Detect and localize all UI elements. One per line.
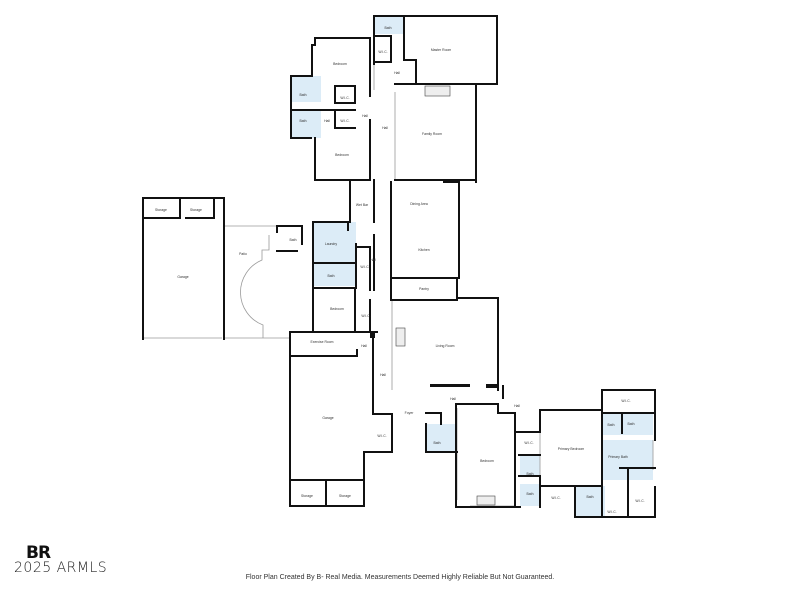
room-label-living-room: Living Room: [435, 344, 455, 348]
room-label-wic-s1: W.I.C.: [551, 496, 561, 500]
room-label-wic-w1: W.I.C.: [340, 96, 350, 100]
room-label-dining-area: Dining Area: [410, 202, 428, 206]
room-label-wic-bedroom-s: W.I.C.: [524, 441, 534, 445]
room-label-hall-living: Hall: [380, 373, 386, 377]
room-label-bedroom-w: Bedroom: [335, 153, 349, 157]
room-label-bedroom-nw: Bedroom: [333, 62, 347, 66]
room-label-hall-mid: Hall: [362, 114, 368, 118]
room-label-wic-top: W.I.C.: [378, 50, 388, 54]
room-label-pantry: Pantry: [419, 287, 429, 291]
room-label-storage-1: Storage: [155, 208, 167, 212]
logo-text: 2025 ARMLS: [14, 560, 108, 576]
logo-mark: BR: [26, 543, 51, 563]
kitchen-counters: [370, 332, 498, 388]
fireplaces: [395, 85, 496, 506]
logo: BR 2025 ARMLS: [14, 543, 108, 576]
room-label-bath-s1: Bath: [526, 472, 534, 476]
room-label-wet-bar: Wet Bar: [355, 203, 369, 207]
room-label-family-room: Family Room: [422, 132, 442, 136]
room-label-bath-laundry: Bath: [327, 274, 335, 278]
room-label-hall-top: Hall: [394, 71, 400, 75]
room-label-wic-s3: W.I.C.: [607, 510, 617, 514]
room-label-patio: Patio: [239, 252, 247, 256]
room-label-bedroom-center: Bedroom: [330, 307, 344, 311]
disclaimer: Floor Plan Created By B- Real Media. Mea…: [245, 574, 555, 581]
room-label-primary-bedroom: Primary Bedroom: [557, 447, 585, 451]
room-label-bath-se2: Bath: [627, 422, 635, 426]
room-label-wic-laundry: W.I.C.: [360, 265, 370, 269]
room-label-primary-bath: Primary Bath: [608, 455, 628, 459]
room-label-bath-foyer: Bath: [433, 441, 441, 445]
room-label-garage-main: Garage: [322, 416, 334, 420]
room-label-garage-west: Garage: [177, 275, 189, 279]
room-label-bath-w1: Bath: [299, 93, 307, 97]
room-label-storage-4: Storage: [339, 494, 351, 498]
room-label-wic-foyer: W.I.C.: [377, 434, 387, 438]
room-label-hall-center: Hall: [382, 126, 388, 130]
room-label-kitchen: Kitchen: [418, 248, 430, 252]
room-label-wic-w2: W.I.C.: [340, 119, 350, 123]
room-label-bedroom-south: Bedroom: [480, 459, 494, 463]
room-label-hall-kitchen: Hall: [370, 258, 376, 262]
room-label-bath-top: Bath: [384, 26, 392, 30]
room-label-bath-w2: Bath: [299, 119, 307, 123]
room-label-exercise-room: Exercise Room: [310, 340, 334, 344]
room-label-wic-s2: W.I.C.: [635, 499, 645, 503]
room-label-bath-s3: Bath: [586, 495, 594, 499]
room-label-hall-exercise: Hall: [361, 344, 367, 348]
room-label-hall-east: Hall: [450, 397, 456, 401]
room-label-wic-center: W.I.C.: [361, 314, 371, 318]
room-label-wic-ne: W.I.C.: [621, 399, 631, 403]
room-label-bath-patio: Bath: [289, 238, 297, 242]
thin-walls: [143, 64, 654, 507]
room-label-hall-w: Hall: [324, 119, 330, 123]
room-label-storage-2: Storage: [190, 208, 202, 212]
room-label-bath-se1: Bath: [607, 423, 615, 427]
wet-areas: [291, 16, 653, 517]
room-label-bath-s2: Bath: [526, 492, 534, 496]
room-label-hall-east2: Hall: [514, 404, 520, 408]
walls: [142, 15, 656, 518]
room-label-master-room: Master Room: [430, 48, 452, 52]
room-label-storage-3: Storage: [301, 494, 313, 498]
room-label-foyer: Foyer: [404, 411, 414, 415]
room-label-laundry: Laundry: [324, 242, 338, 246]
